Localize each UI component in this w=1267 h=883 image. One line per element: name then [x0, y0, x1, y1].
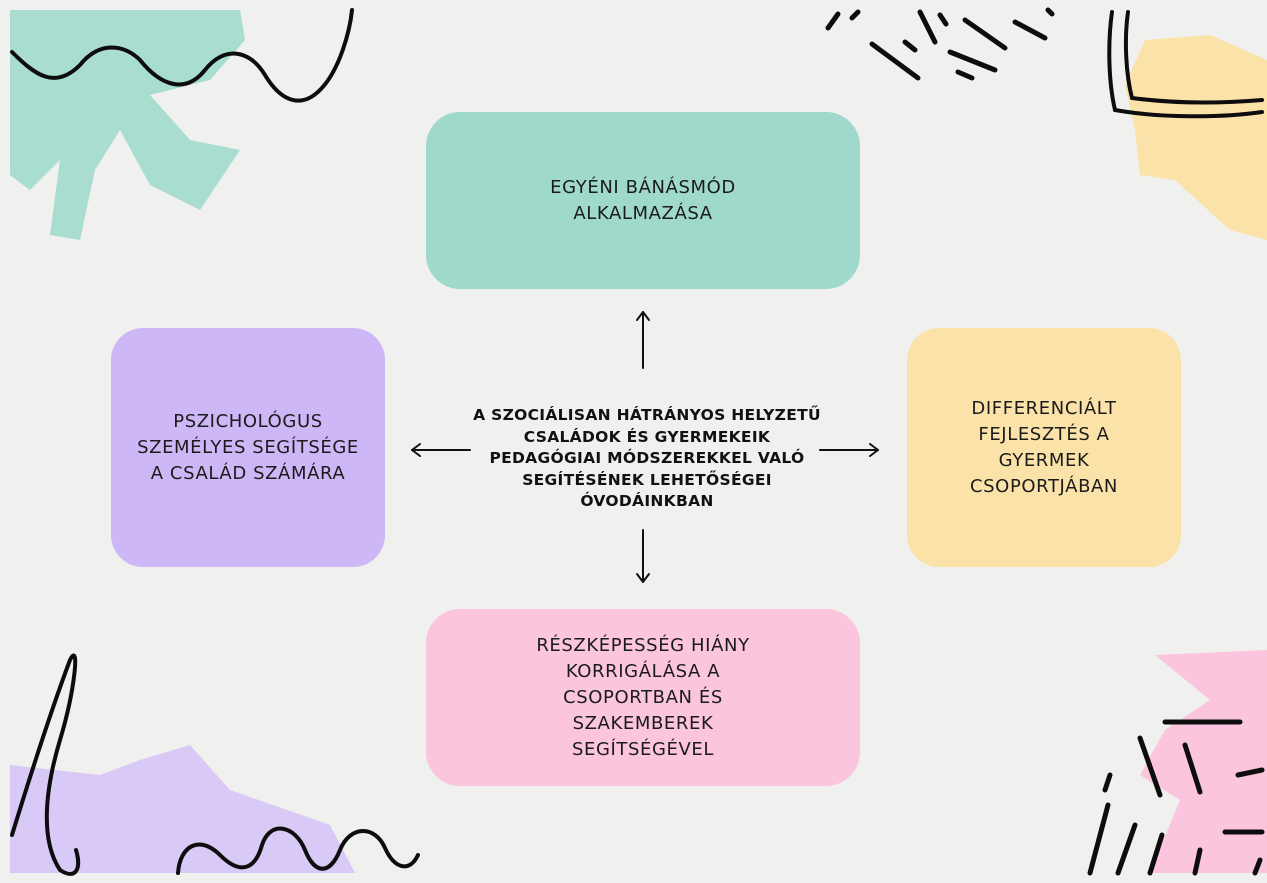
center-title: A SZOCIÁLISAN HÁTRÁNYOS HELYZETŰ CSALÁDO… [472, 388, 822, 530]
bottom-wave-line [176, 826, 420, 875]
box-top-label: EGYÉNI BÁNÁSMÓD ALKALMAZÁSA [550, 176, 736, 224]
top-right-frame-outer [1107, 10, 1264, 119]
box-right-label: DIFFERENCIÁLT FEJLESZTÉS A GYERMEK CSOPO… [969, 397, 1118, 497]
arrow-up [636, 311, 650, 369]
mint-splash-shape [10, 10, 245, 240]
bottom-left-loop-line [10, 653, 81, 876]
bottom-right-dash-scribbles [1087, 719, 1265, 876]
top-right-frame-inner [1123, 10, 1264, 105]
box-top: EGYÉNI BÁNÁSMÓD ALKALMAZÁSA [426, 112, 860, 289]
box-left-label: PSZICHOLÓGUS SZEMÉLYES SEGÍTSÉGE A CSALÁ… [137, 410, 359, 484]
center-title-text: A SZOCIÁLISAN HÁTRÁNYOS HELYZETŰ CSALÁDO… [473, 406, 821, 511]
pink-splash-shape [1140, 650, 1267, 873]
top-left-squiggle-line [10, 8, 354, 103]
box-bottom-label: RÉSZKÉPESSÉG HIÁNY KORRIGÁLÁSA A CSOPORT… [536, 634, 750, 760]
top-dash-scribbles [825, 7, 1055, 81]
arrow-left [411, 443, 471, 457]
arrow-right [819, 443, 879, 457]
box-right: DIFFERENCIÁLT FEJLESZTÉS A GYERMEK CSOPO… [907, 328, 1181, 567]
arrow-down [636, 529, 650, 583]
peach-blob-shape [1125, 35, 1267, 240]
lavender-splash-shape [10, 745, 355, 873]
box-left: PSZICHOLÓGUS SZEMÉLYES SEGÍTSÉGE A CSALÁ… [111, 328, 385, 567]
box-bottom: RÉSZKÉPESSÉG HIÁNY KORRIGÁLÁSA A CSOPORT… [426, 609, 860, 786]
